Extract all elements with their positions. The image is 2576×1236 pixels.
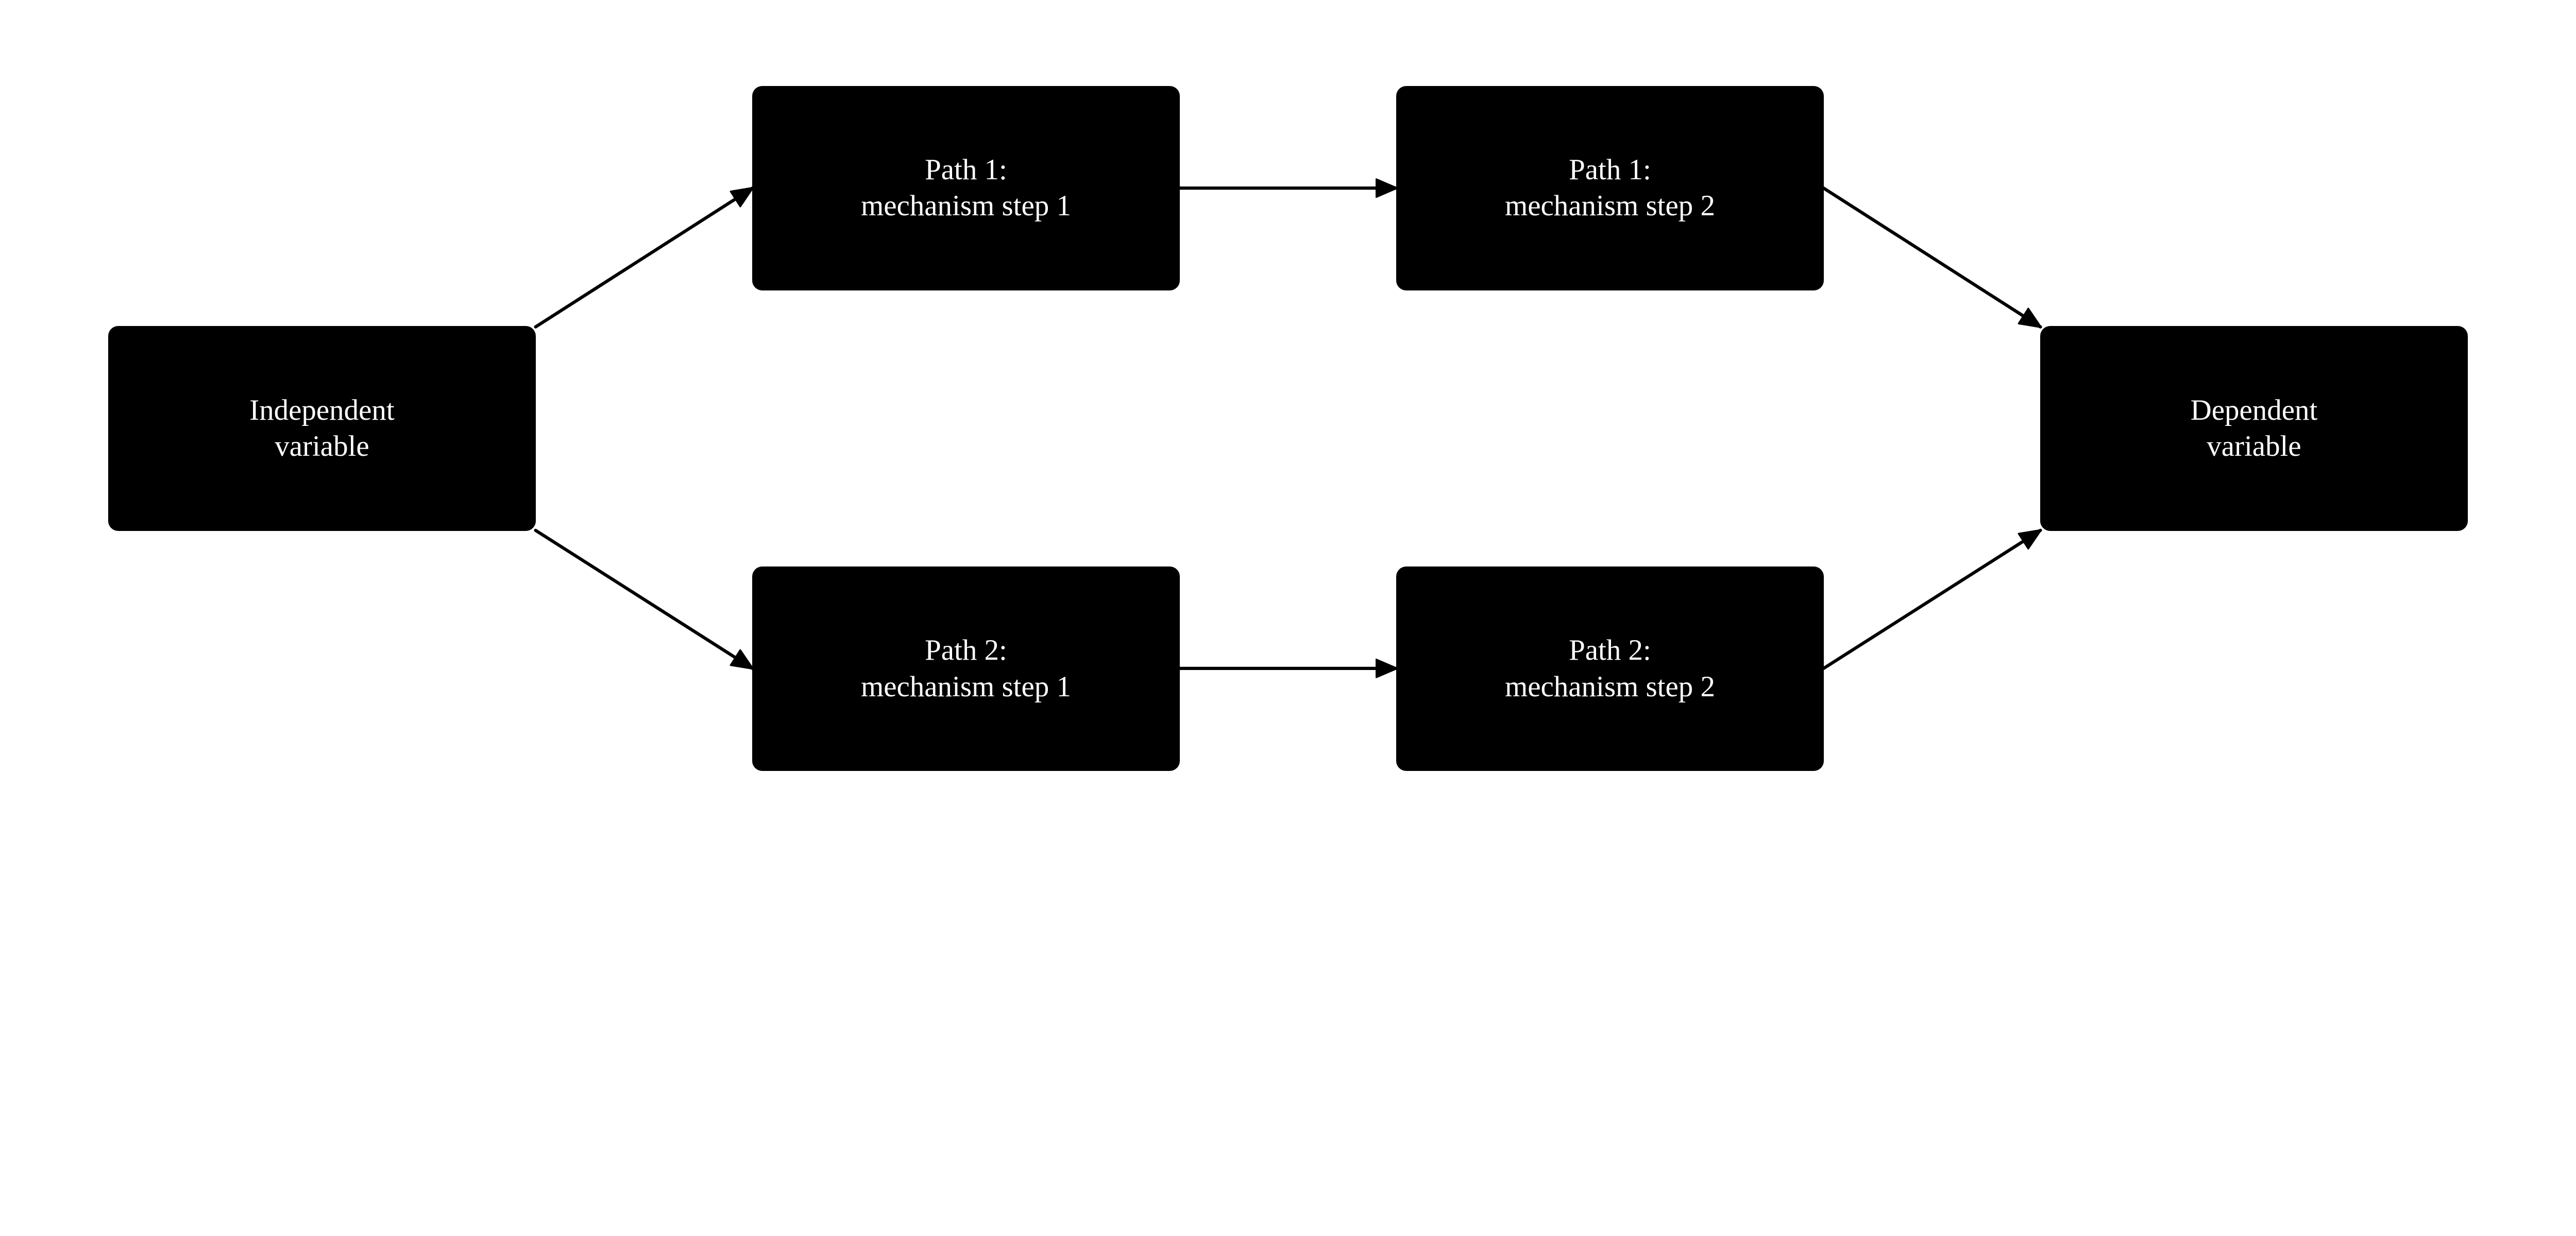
node-path2-step2: Path 2: mechanism step 2 [1396, 566, 1824, 771]
node-independent-variable: Independent variable [108, 326, 536, 531]
node-label-line1: Path 2: [1569, 634, 1651, 667]
node-label-line1: Path 2: [925, 634, 1007, 667]
node-label-line1: Path 1: [1569, 153, 1651, 186]
node-label-line1: Path 1: [925, 153, 1007, 186]
edge-independent-to-p2s1 [534, 528, 753, 671]
diagram: Independent variable Path 1: mechanism s… [108, 0, 2576, 859]
node-label-line2: mechanism step 2 [1504, 190, 1715, 222]
node-path2-step1: Path 2: mechanism step 1 [752, 566, 1180, 771]
edge-p1s2-to-dependent [1822, 186, 2041, 329]
node-label-line1: Independent [249, 393, 395, 426]
node-path1-step2: Path 1: mechanism step 2 [1396, 85, 1824, 290]
node-label-line1: Dependent [2190, 393, 2318, 426]
node-dependent-variable: Dependent variable [2040, 326, 2468, 531]
node-label-line2: variable [2207, 430, 2301, 462]
node-label-line2: mechanism step 1 [860, 670, 1071, 703]
edges-layer [534, 0, 2576, 859]
node-path1-step1: Path 1: mechanism step 1 [752, 85, 1180, 290]
node-label-line2: variable [275, 430, 369, 462]
edge-independent-to-p1s1 [534, 186, 753, 329]
node-label-line2: mechanism step 2 [1504, 670, 1715, 703]
node-label-line2: mechanism step 1 [860, 190, 1071, 222]
edge-p2s2-to-dependent [1822, 528, 2041, 671]
